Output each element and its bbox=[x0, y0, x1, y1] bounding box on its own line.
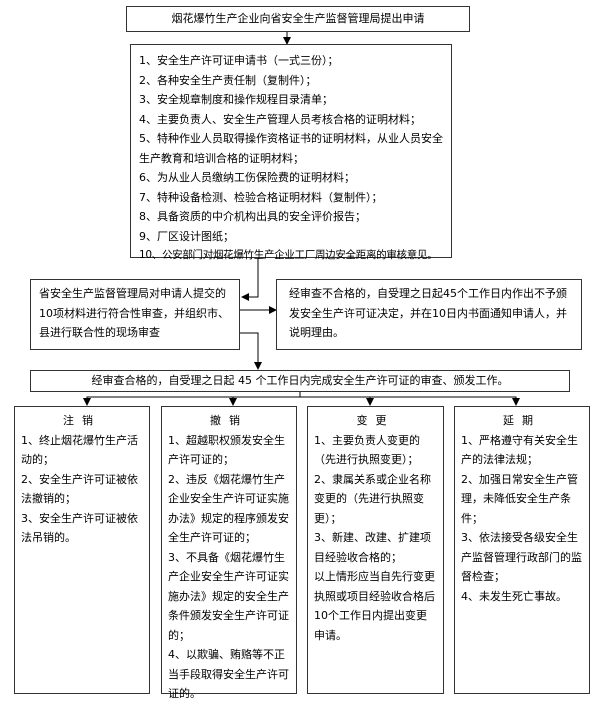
arrow-to-col1 bbox=[83, 392, 301, 406]
column-title: 延期 bbox=[503, 414, 541, 427]
column-title: 变更 bbox=[356, 414, 395, 427]
material-item: 1、安全生产许可证申请书（一式三份）； bbox=[139, 54, 339, 67]
column-revocation: 撤销 1、超越职权颁发安全生产许可证的； 2、违反《烟花爆竹生产企业安全生产许可… bbox=[161, 406, 297, 700]
column-cancellation: 注销 1、终止烟花爆竹生产活动的； 2、安全生产许可证被依法撤销的； 3、安全生… bbox=[14, 406, 150, 694]
application-text: 烟花爆竹生产企业向省安全生产监督管理局提出申请 bbox=[171, 12, 425, 25]
column-item: 1、主要负责人变更的（先进行执照变更）； bbox=[314, 433, 420, 467]
material-item: 6、为从业人员缴纳工伤保险费的证明材料； bbox=[139, 171, 355, 184]
arrow-to-review bbox=[241, 258, 259, 301]
column-item: 2、违反《烟花爆竹生产企业安全生产许可证实施办法》规定的程序颁发安全生产许可证的… bbox=[168, 472, 289, 545]
material-item: 9、厂区设计图纸； bbox=[139, 229, 234, 243]
column-extension: 延期 1、严格遵守有关安全生产的法律法规； 2、加强日常安全生产管理，未降低安全… bbox=[454, 406, 590, 694]
column-item: 3、新建、改建、扩建项目经验收合格的； bbox=[314, 531, 431, 564]
material-item: 3、安全规章制度和操作规程目录清单； bbox=[139, 93, 333, 106]
materials-box: 1、安全生产许可证申请书（一式三份）； 2、各种安全生产责任制（复制件）； 3、… bbox=[130, 44, 452, 261]
material-item: 5、特种作业人员取得操作资格证书的证明材料，从业人员安全生产教育和培训合格的证明… bbox=[139, 132, 443, 165]
column-item: 2、加强日常安全生产管理，未降低安全生产条件； bbox=[461, 472, 578, 525]
rejected-text: 经审查不合格的，自受理之日起45个工作日内作出不予颁发安全生产许可证决定，并在1… bbox=[289, 287, 567, 339]
rejected-box: 经审查不合格的，自受理之日起45个工作日内作出不予颁发安全生产许可证决定，并在1… bbox=[276, 279, 582, 350]
application-box: 烟花爆竹生产企业向省安全生产监督管理局提出申请 bbox=[126, 6, 470, 32]
arrow-to-approved bbox=[240, 332, 262, 370]
review-text: 省安全生产监督管理局对申请人提交的10项材料进行符合性审查，并组织市、县进行联合… bbox=[39, 287, 229, 339]
column-change: 变更 1、主要负责人变更的（先进行执照变更）； 2、隶属关系或企业名称变更的（先… bbox=[307, 406, 444, 694]
column-item: 4、未发生死亡事故。 bbox=[461, 589, 567, 603]
column-item: 3、安全生产许可证被依法吊销的。 bbox=[21, 511, 138, 545]
material-item: 7、特种设备检测、检验合格证明材料（复制件）； bbox=[139, 190, 383, 204]
column-item: 4、以欺骗、贿赂等不正当手段取得安全生产许可证的。 bbox=[168, 648, 289, 700]
column-title: 注销 bbox=[63, 414, 101, 427]
material-item: 10、公安部门对烟花爆竹生产企业工厂周边安全距离的审核意见。 bbox=[139, 249, 438, 261]
approved-text: 经审查合格的，自受理之日起 45 个工作日内完成安全生产许可证的审查、颁发工作。 bbox=[91, 374, 509, 387]
material-item: 4、主要负责人、安全生产管理人员考核合格的证明材料； bbox=[139, 112, 421, 126]
column-item: 2、隶属关系或企业名称变更的（先进行执照变更）； bbox=[314, 472, 431, 525]
arrow-to-col4 bbox=[300, 396, 520, 406]
column-item: 1、严格遵守有关安全生产的法律法规； bbox=[461, 433, 578, 467]
column-item: 1、终止烟花爆竹生产活动的； bbox=[21, 433, 138, 467]
column-item: 1、超越职权颁发安全生产许可证的； bbox=[168, 433, 285, 467]
material-item: 8、具备资质的中介机构出具的安全评价报告； bbox=[139, 210, 366, 223]
approved-box: 经审查合格的，自受理之日起 45 个工作日内完成安全生产许可证的审查、颁发工作。 bbox=[30, 370, 570, 392]
material-item: 2、各种安全生产责任制（复制件）； bbox=[139, 73, 317, 87]
column-item: 以上情形应当自先行变更执照或项目经验收合格后10个工作日内提出变更申请。 bbox=[314, 570, 435, 642]
review-box: 省安全生产监督管理局对申请人提交的10项材料进行符合性审查，并组织市、县进行联合… bbox=[30, 279, 240, 350]
column-item: 2、安全生产许可证被依法撤销的； bbox=[21, 472, 138, 506]
column-item: 3、不具备《烟花爆竹生产企业安全生产许可证实施办法》规定的安全生产条件颁发安全生… bbox=[168, 550, 289, 642]
column-item: 3、依法接受各级安全生产监督管理行政部门的监督检查； bbox=[461, 531, 582, 583]
column-title: 撤销 bbox=[210, 414, 248, 427]
